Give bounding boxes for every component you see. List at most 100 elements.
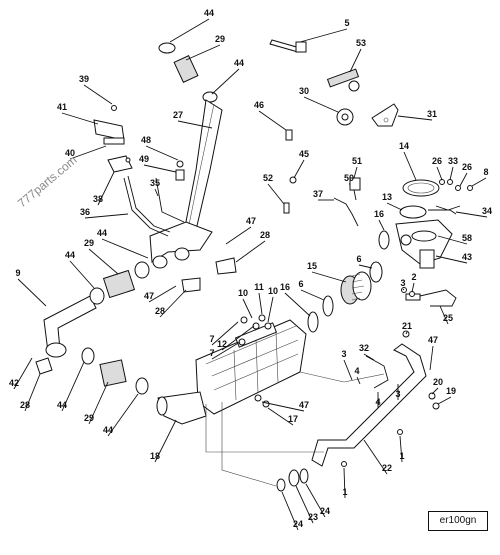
callout-c37: 37 <box>313 189 323 199</box>
leader-line-c44c <box>101 238 149 259</box>
part-6-ring-upper <box>369 261 383 283</box>
leader-line-c3a <box>402 288 405 291</box>
leader-line-c10a <box>242 298 253 319</box>
callout-c28b: 28 <box>155 306 165 316</box>
leader-lines <box>13 18 488 531</box>
part-29-sleeve-low <box>99 359 127 387</box>
leader-line-c12 <box>221 325 255 351</box>
callout-c12: 12 <box>217 339 227 349</box>
leader-line-c44d <box>69 260 95 289</box>
callout-c10b: 10 <box>268 286 278 296</box>
leader-line-c11 <box>258 292 263 315</box>
leader-line-c26a <box>436 166 443 181</box>
part-28-clamp-mid <box>181 277 201 293</box>
leader-line-c45 <box>293 159 305 179</box>
callout-c29a: 29 <box>215 34 225 44</box>
callout-c5: 5 <box>344 18 349 28</box>
leader-line-c48 <box>145 145 179 161</box>
part-14-v-clamp <box>402 179 440 197</box>
callout-c29c: 29 <box>84 413 94 423</box>
callout-c6a: 6 <box>356 254 361 264</box>
leader-line-c29b <box>88 248 119 275</box>
callout-c16a: 16 <box>374 209 384 219</box>
leader-line-c21 <box>405 331 408 335</box>
callout-c35: 35 <box>150 178 160 188</box>
callout-labels: 4429445533031394140382746484935364551505… <box>9 8 492 529</box>
callout-c51: 51 <box>352 156 362 166</box>
leader-line-c7b <box>211 341 241 360</box>
leader-line-c29a <box>185 44 221 61</box>
leader-line-c39 <box>83 84 113 105</box>
leader-line-c23 <box>295 485 314 524</box>
part-48-49-fittings <box>175 160 185 181</box>
callout-c22: 22 <box>382 463 392 473</box>
part-37-tube <box>333 197 359 227</box>
leader-line-c15 <box>311 271 347 283</box>
callout-c44b: 44 <box>234 58 244 68</box>
leader-line-c19 <box>437 396 452 405</box>
callout-c40: 40 <box>65 148 75 158</box>
leader-line-c18 <box>154 419 177 463</box>
callout-c20: 20 <box>433 377 443 387</box>
callout-c52: 52 <box>263 173 273 183</box>
part-18-outlet-pipe <box>156 391 207 425</box>
callout-c44d: 44 <box>65 250 75 260</box>
part-30-flange-nut <box>336 108 354 126</box>
leader-line-c58 <box>437 235 468 245</box>
callout-c9: 9 <box>15 268 20 278</box>
leader-line-c43 <box>435 255 468 264</box>
callout-c44e: 44 <box>57 400 67 410</box>
leader-line-c14 <box>403 151 417 181</box>
part-23-nut <box>288 469 300 487</box>
leader-line-c41 <box>61 112 99 125</box>
callout-c4a: 4 <box>354 366 359 376</box>
callout-c47b: 47 <box>144 291 154 301</box>
leader-line-c32 <box>363 353 375 361</box>
leader-line-c25 <box>439 305 449 325</box>
leader-line-c7a <box>211 321 239 346</box>
part-15-filter <box>340 271 372 305</box>
part-36-tube <box>123 175 171 237</box>
leader-line-c40 <box>69 145 107 160</box>
leader-line-c9 <box>17 278 47 307</box>
callout-c39: 39 <box>79 74 89 84</box>
part-20-19-fittings <box>428 392 440 410</box>
leader-line-c24b <box>305 483 326 518</box>
leader-line-c42 <box>13 357 33 390</box>
callout-c42: 42 <box>9 378 19 388</box>
callout-c49: 49 <box>139 154 149 164</box>
callout-c19: 19 <box>446 386 456 396</box>
leader-line-c47c <box>429 345 434 371</box>
part-13-seal <box>399 205 427 219</box>
leader-line-c38 <box>97 171 115 206</box>
leader-line-c3b <box>343 359 353 381</box>
leader-line-c28b <box>159 289 187 318</box>
leader-line-c16a <box>378 219 385 231</box>
callout-c44c: 44 <box>97 228 107 238</box>
part-27-vertical-pipe <box>183 99 223 233</box>
callout-c11: 11 <box>254 282 264 292</box>
part-1-bolts <box>341 429 403 467</box>
callout-c47a: 47 <box>246 216 256 226</box>
part-34-tube <box>428 209 457 215</box>
leader-line-c10b <box>267 296 274 323</box>
callout-c50: 50 <box>344 173 354 183</box>
part-35-tube <box>155 177 185 223</box>
leader-line-c53 <box>349 48 362 73</box>
callout-c6b: 6 <box>298 279 303 289</box>
leader-line-c44b <box>211 68 240 95</box>
part-45-nut <box>289 176 297 184</box>
callout-c8: 8 <box>483 167 488 177</box>
callout-c7b: 7 <box>209 348 214 358</box>
leader-line-c35 <box>154 188 159 197</box>
part-16-gasket <box>378 230 390 250</box>
part-44-clamp-low-b <box>135 377 149 395</box>
leader-line-c44f <box>107 393 139 437</box>
leader-line-c27 <box>177 120 213 129</box>
callout-c4b: 4 <box>375 397 380 407</box>
callout-c15: 15 <box>307 261 317 271</box>
callout-c47d: 47 <box>299 400 309 410</box>
leader-line-c5 <box>299 28 348 43</box>
